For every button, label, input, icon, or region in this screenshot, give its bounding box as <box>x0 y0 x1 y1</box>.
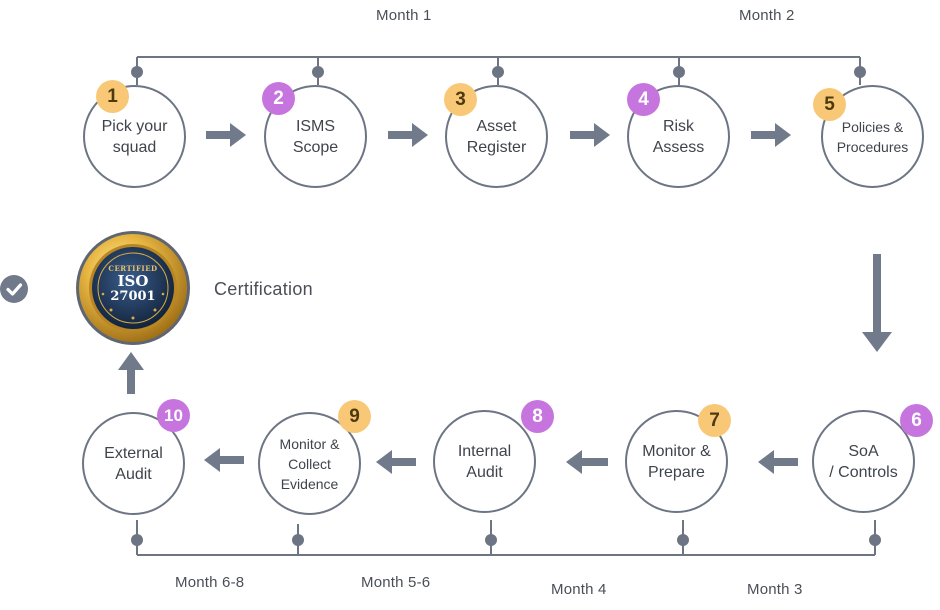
step-label: Pick your squad <box>101 117 168 156</box>
arrow-right-icon <box>388 123 428 147</box>
step-number-badge: 4 <box>627 83 660 116</box>
arrow-down-icon <box>862 254 892 352</box>
step-6-soa-controls: SoA / Controls <box>812 410 915 513</box>
timeline-dot <box>485 534 497 546</box>
arrow-left-icon <box>566 450 608 474</box>
timeline-dot <box>131 66 143 78</box>
seal-text-top: CERTIFIED <box>108 264 158 273</box>
step-number-badge: 3 <box>444 83 477 116</box>
certification-label: Certification <box>214 279 313 299</box>
step-label: Risk Assess <box>652 117 705 156</box>
step-label: Asset Register <box>466 117 527 156</box>
arrow-left-icon <box>376 450 416 474</box>
arrow-left-icon <box>204 448 244 472</box>
step-8-internal-audit: Internal Audit <box>433 410 536 513</box>
timeline-dot <box>492 66 504 78</box>
step-number-badge: 1 <box>96 80 129 113</box>
month-label-top: Month 1 <box>376 7 432 24</box>
step-number-badge: 2 <box>262 82 295 115</box>
arrow-right-icon <box>206 123 246 147</box>
step-label: SoA / Controls <box>829 442 898 481</box>
month-label-bottom: Month 6-8 <box>175 574 245 591</box>
step-number-badge: 9 <box>338 400 371 433</box>
step-label: Policies & Procedures <box>836 118 909 155</box>
step-label: Internal Audit <box>457 442 512 481</box>
step-label: Monitor & Prepare <box>642 442 711 481</box>
timeline-dot <box>312 66 324 78</box>
timeline-dot <box>869 534 881 546</box>
arrow-right-icon <box>751 123 791 147</box>
iso-27001-seal-icon: CERTIFIED ISO 27001 <box>75 230 191 346</box>
seal-text-number: 27001 <box>110 289 156 304</box>
step-number-badge: 5 <box>813 88 846 121</box>
check-circle-icon <box>0 275 28 303</box>
step-number-badge: 7 <box>698 404 731 437</box>
arrow-right-icon <box>570 123 610 147</box>
step-label: Monitor & Collect Evidence <box>279 435 340 492</box>
seal-text-main: ISO <box>117 272 149 290</box>
timeline-dot <box>677 534 689 546</box>
step-number-badge: 8 <box>521 400 554 433</box>
step-label: ISMS Scope <box>292 117 339 156</box>
step-number-badge: 10 <box>157 399 190 432</box>
month-label-top: Month 2 <box>739 7 795 24</box>
arrow-up-icon <box>118 352 144 394</box>
step-label: External Audit <box>104 444 163 483</box>
timeline-dot <box>673 66 685 78</box>
timeline-dot <box>292 534 304 546</box>
step-number-badge: 6 <box>900 404 933 437</box>
arrow-left-icon <box>758 450 798 474</box>
month-label-bottom: Month 4 <box>551 581 607 598</box>
timeline-dot <box>854 66 866 78</box>
step-7-monitor-prepare: Monitor & Prepare <box>625 410 728 513</box>
month-label-bottom: Month 5-6 <box>361 574 431 591</box>
timeline-dot <box>131 534 143 546</box>
month-label-bottom: Month 3 <box>747 581 803 598</box>
